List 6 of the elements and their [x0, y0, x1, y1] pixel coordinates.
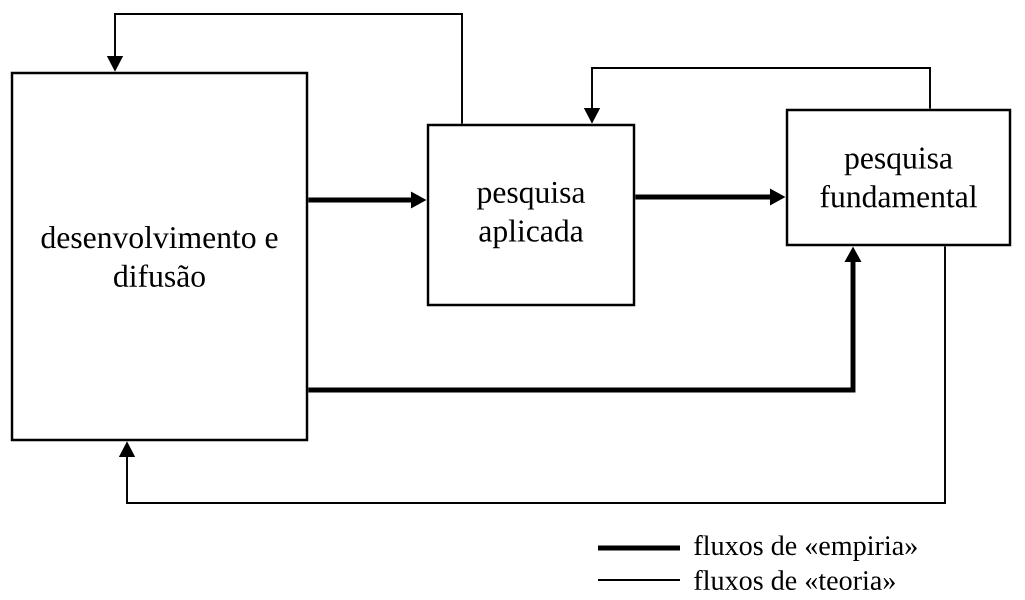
process-box: pesquisa fundamental [785, 108, 1012, 247]
legend-label: fluxos de «empiria» [694, 535, 917, 561]
process-box: desenvolvimento e difusão [10, 71, 309, 442]
process-box: pesquisa aplicada [426, 123, 636, 307]
arrow [118, 245, 946, 504]
legend-label: fluxos de «teoria» [694, 569, 895, 591]
